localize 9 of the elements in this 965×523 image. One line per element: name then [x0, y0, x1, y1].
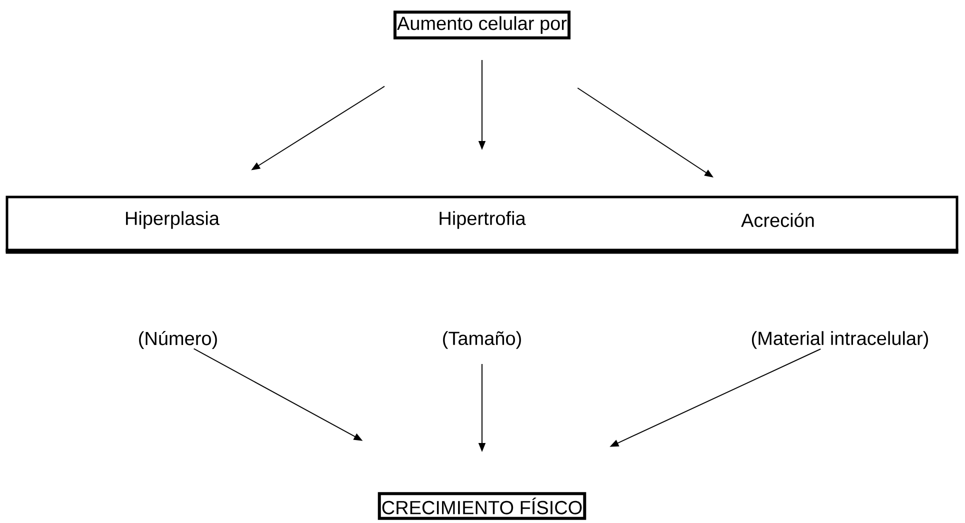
band-box: [6, 196, 958, 254]
label-text: (Tamaño): [443, 331, 521, 349]
framed-label-box: Aumento celular por: [394, 10, 571, 40]
label-text: Hiperplasia: [126, 211, 220, 229]
label-text: Acreción: [741, 212, 814, 228]
label-text: (Número): [139, 331, 217, 349]
framed-label-box: CRECIMIENTO FÍSICO: [378, 492, 586, 520]
label-text: Hipertrofia: [440, 211, 526, 229]
label-text: (Material intracelular): [752, 331, 928, 349]
